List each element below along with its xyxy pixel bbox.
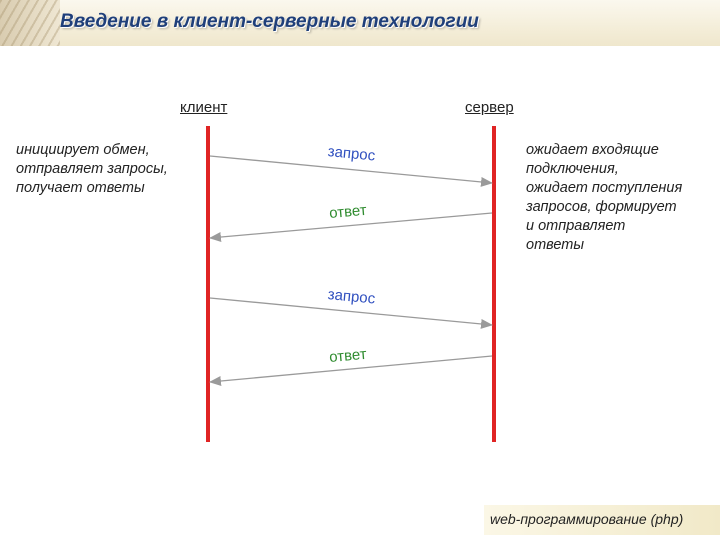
- footer-bar: web-программирование (php): [484, 505, 720, 535]
- message-label-response-2: ответ: [328, 345, 368, 366]
- request-arrow-2: [209, 297, 493, 329]
- footer-text: web-программирование (php): [490, 511, 684, 527]
- server-description-line: ожидает поступления: [526, 180, 683, 196]
- client-description-line: получает ответы: [16, 180, 145, 196]
- server-label: сервер: [465, 99, 514, 116]
- response-arrow-2: [209, 355, 493, 386]
- page-title: Введение в клиент-серверные технологии: [60, 11, 479, 32]
- server-description-line: подключения,: [526, 161, 619, 177]
- server-description-line: ответы: [526, 237, 585, 253]
- message-label-response-1: ответ: [328, 201, 368, 222]
- request-arrow-1: [209, 155, 493, 187]
- client-description: инициирует обмен, отправляет запросы, по…: [16, 141, 168, 198]
- client-label: клиент: [180, 99, 228, 116]
- response-arrow-1: [209, 212, 493, 243]
- server-description-line: ожидает входящие: [526, 142, 659, 158]
- server-description-line: и отправляет: [526, 218, 626, 234]
- server-description: ожидает входящие подключения, ожидает по…: [526, 141, 682, 255]
- header-bar: Введение в клиент-серверные технологии: [0, 0, 720, 46]
- server-description-line: запросов, формирует: [526, 199, 677, 215]
- client-description-line: инициирует обмен,: [16, 142, 150, 158]
- header-decoration-image: [0, 0, 60, 46]
- client-description-line: отправляет запросы,: [16, 161, 168, 177]
